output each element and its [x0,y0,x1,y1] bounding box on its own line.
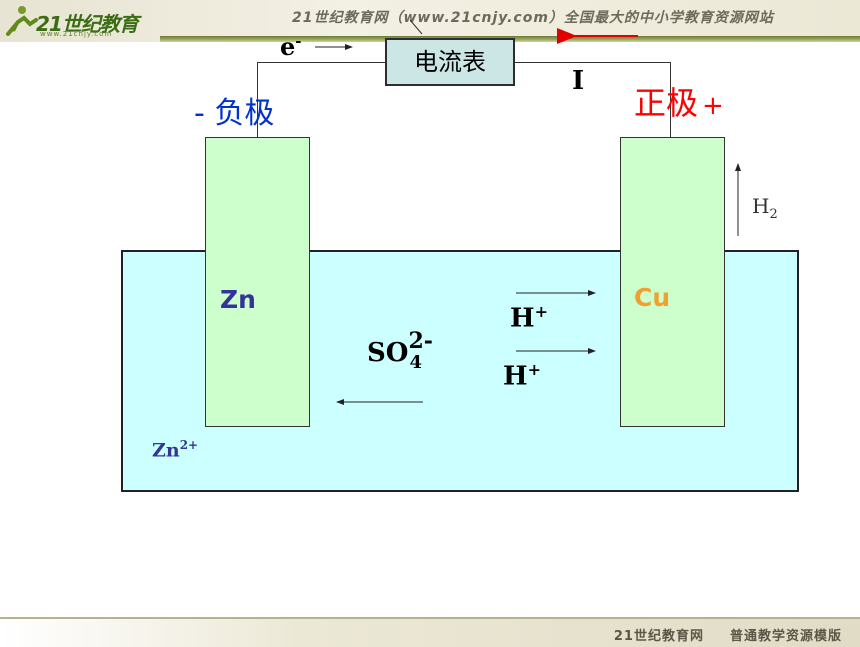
footer-site-name[interactable]: 21世纪教育网 [613,629,704,644]
ammeter-box: 电流表 [385,38,515,86]
negative-electrode-label: - 负极 [194,96,275,131]
current-label: I [572,66,585,96]
footer-template-name: 普通教学资源模版 [729,629,842,644]
right-wire-horizontal [515,62,670,63]
runner-logo-icon [6,6,38,36]
copper-electrode [620,137,725,427]
right-wire-vertical [670,62,671,138]
cathode-label: Cu [634,283,671,312]
hydrogen-ion-label-2: H+ [503,360,541,392]
zinc-ion-label: Zn2+ [152,438,199,462]
footer-bar: 21世纪教育网 普通教学资源模版 [0,617,860,647]
footer-text: 21世纪教育网 普通教学资源模版 [614,625,842,644]
anode-label: Zn [220,285,256,314]
hydrogen-ion-label-1: H+ [510,302,548,334]
ammeter-needle [409,19,423,35]
left-wire-horizontal [257,62,385,63]
hydrogen-gas-label: H2 [752,194,778,222]
logo-url: www.21cnjy.com [40,30,113,38]
positive-electrode-label: 正极+ [634,84,724,122]
zinc-electrode [205,137,310,427]
site-logo[interactable]: 21世纪教育 [36,12,139,36]
electron-label: e- [280,32,302,61]
left-wire-vertical [257,62,258,138]
sulfate-ion-label: SO 2- 4 [367,328,433,373]
